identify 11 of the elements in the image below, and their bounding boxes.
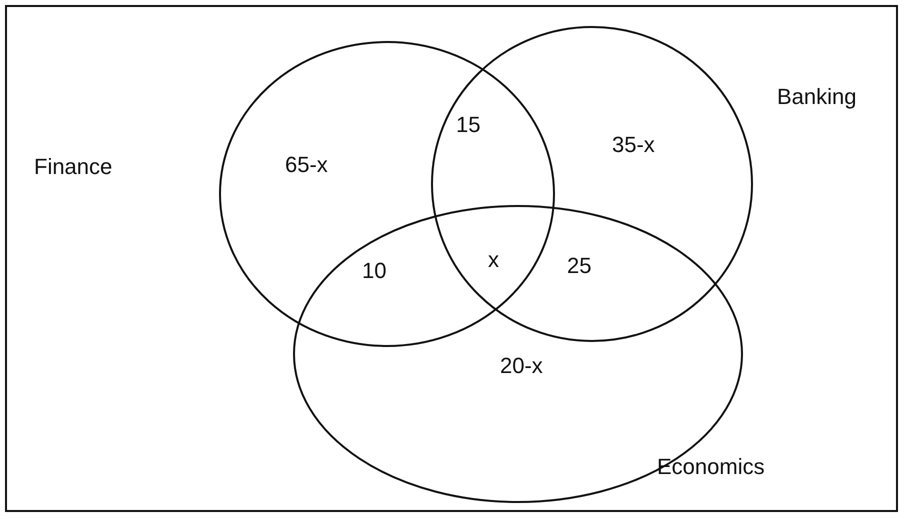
set-label: Economics (657, 454, 765, 480)
region-count: 10 (362, 258, 386, 284)
region-count: 25 (567, 253, 592, 279)
universal-set-box (5, 5, 898, 512)
region-count: 65-x (285, 152, 328, 178)
region-count: x (488, 247, 499, 273)
set-label: Finance (34, 154, 112, 180)
region-count: 20-x (500, 353, 543, 379)
region-count: 35-x (612, 132, 655, 158)
region-count: 15 (456, 112, 480, 138)
set-label: Banking (777, 84, 857, 110)
